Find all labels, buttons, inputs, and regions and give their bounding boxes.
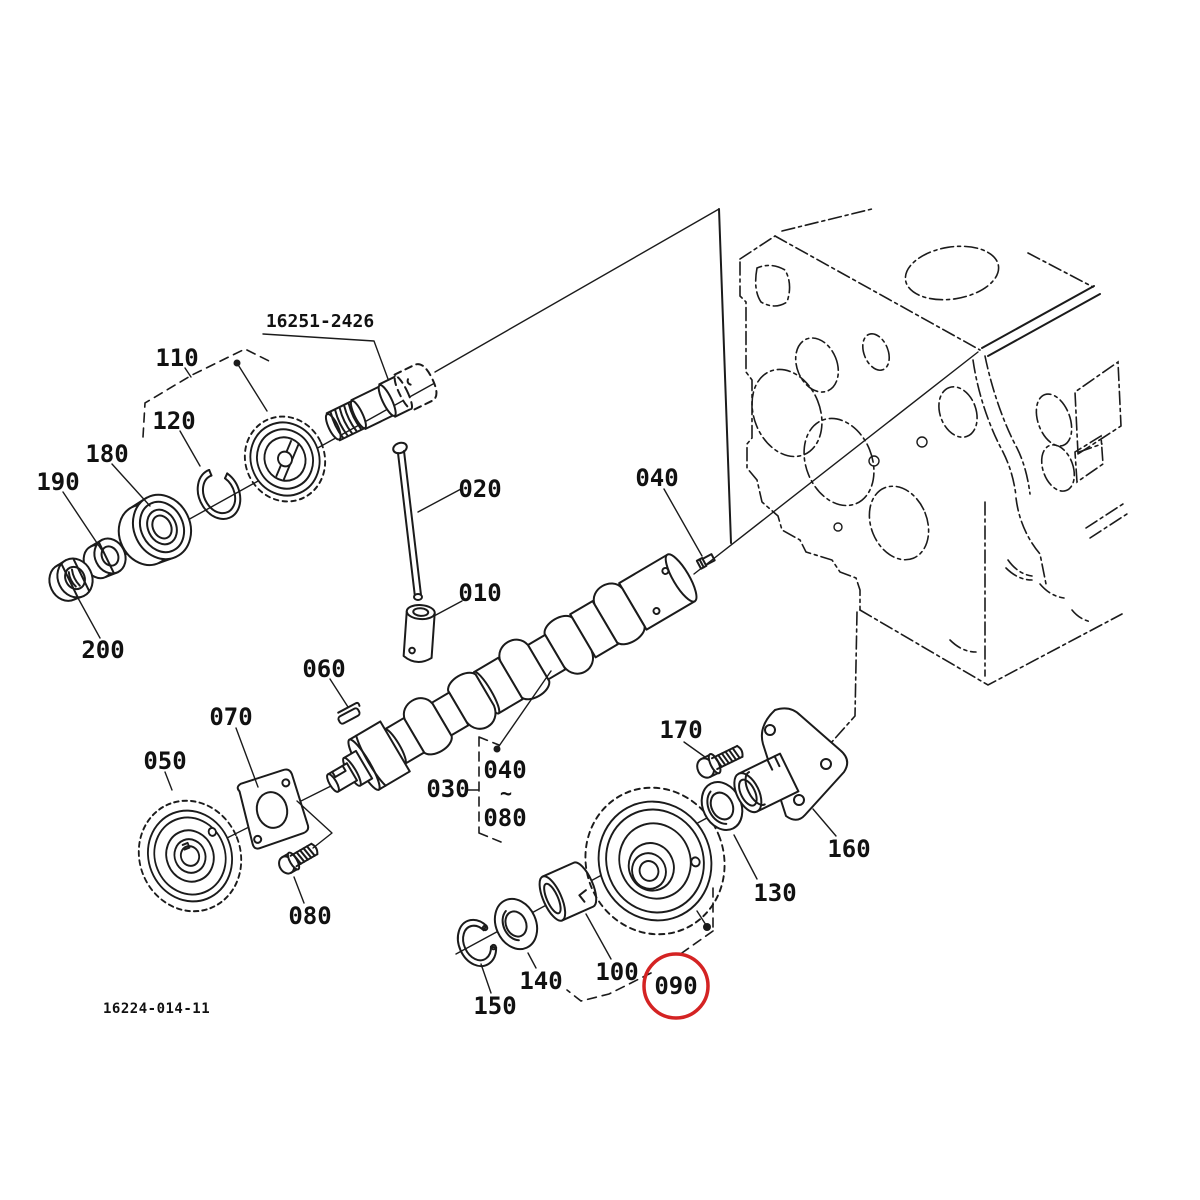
- callout-160: 160: [827, 835, 870, 863]
- part-number-label: 16251-2426: [266, 311, 374, 332]
- bolt-170-part: [696, 744, 744, 779]
- holder-160-part: [733, 707, 849, 821]
- callout-020: 020: [458, 475, 501, 503]
- camshaft-part: [326, 553, 698, 793]
- callout-120: 120: [152, 407, 195, 435]
- labels: 16251-2426 110 120 180 190 200 020 010 0…: [36, 311, 870, 1020]
- gear-090-part: [584, 786, 726, 936]
- axis-double-line-1: [981, 285, 1095, 349]
- callout-110: 110: [155, 344, 198, 372]
- section-plane-edge: [718, 208, 732, 544]
- callout-170: 170: [659, 716, 702, 744]
- plate-070-part: [236, 768, 310, 850]
- axis-double-line-2: [987, 293, 1101, 357]
- engine-block-phantom: [739, 208, 1131, 745]
- nut-200-part: [48, 557, 94, 602]
- fuel-camshaft-projection-line: [434, 208, 720, 373]
- callout-200: 200: [81, 636, 124, 664]
- bearing-180-part: [117, 493, 193, 566]
- callout-130: 130: [753, 879, 796, 907]
- callout-080-range: 080: [483, 804, 526, 832]
- callout-040-screw: 040: [635, 464, 678, 492]
- highlight-circle-090: [642, 952, 710, 1020]
- gear-050-part: [137, 799, 243, 913]
- drawing-number-label: 16224-014-11: [103, 1001, 210, 1017]
- snap-ring-120-part: [196, 468, 242, 520]
- callout-150: 150: [473, 992, 516, 1020]
- fuel-camshaft-part: [324, 363, 438, 442]
- callout-010: 010: [458, 579, 501, 607]
- callout-140: 140: [519, 967, 562, 995]
- callout-060: 060: [302, 655, 345, 683]
- camshaft-bore-axis: [693, 351, 979, 575]
- snap-ring-150-part: [456, 918, 498, 968]
- tappet-010-part: [402, 604, 436, 663]
- key-060-part: [337, 701, 361, 725]
- range-tilde: ~: [500, 781, 512, 805]
- callout-050: 050: [143, 747, 186, 775]
- callout-100: 100: [595, 958, 638, 986]
- callout-090-highlighted: 090: [654, 972, 697, 1000]
- callout-080-bolt: 080: [288, 902, 331, 930]
- leader-lines: [62, 333, 837, 1002]
- callout-030: 030: [426, 775, 469, 803]
- callout-070: 070: [209, 703, 252, 731]
- gear-110-part: [243, 415, 327, 503]
- callout-040-range: 040: [483, 756, 526, 784]
- rod-020-part: [392, 441, 423, 601]
- screw-040-part: [695, 553, 716, 570]
- bushing-100-part: [538, 861, 598, 922]
- washer-140-part: [493, 897, 539, 951]
- bolt-080-part: [278, 842, 319, 875]
- callout-180: 180: [85, 440, 128, 468]
- callout-190: 190: [36, 468, 79, 496]
